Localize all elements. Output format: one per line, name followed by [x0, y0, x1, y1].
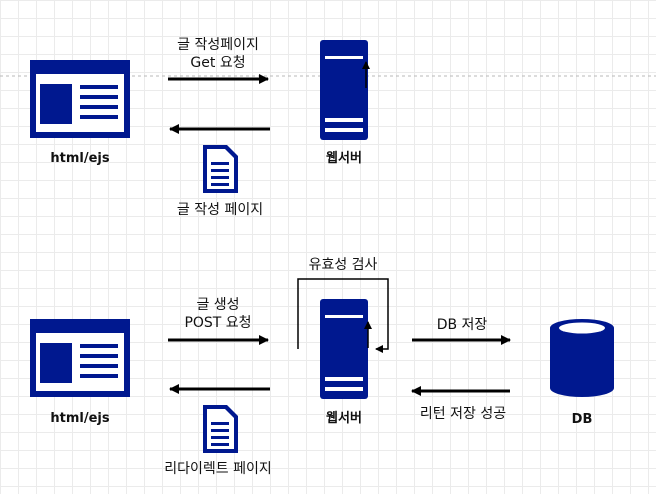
document-icon	[203, 405, 238, 453]
server-icon	[320, 299, 368, 399]
document-icon	[203, 145, 238, 193]
webpage-icon	[30, 319, 130, 397]
database-icon	[550, 319, 614, 397]
request-label-line1: 글 작성페이지	[177, 37, 259, 53]
db-response-label: 리턴 저장 성공	[419, 406, 507, 422]
server-label: 웹서버	[326, 411, 362, 426]
server-icon	[320, 40, 368, 140]
validation-loop	[297, 278, 389, 350]
request-label-line2: Get 요청	[190, 55, 246, 71]
response-label: 글 작성 페이지	[176, 202, 264, 218]
response-label: 리다이렉트 페이지	[164, 461, 272, 477]
db-label: DB	[571, 412, 593, 427]
client-label: html/ejs	[50, 151, 110, 166]
webpage-icon	[30, 60, 130, 138]
client-label: html/ejs	[50, 411, 110, 426]
db-request-label: DB 저장	[436, 317, 488, 333]
request-label-line2: POST 요청	[184, 315, 252, 331]
validation-label: 유효성 검사	[308, 257, 378, 273]
server-label: 웹서버	[326, 151, 362, 166]
request-label-line1: 글 생성	[196, 297, 240, 313]
